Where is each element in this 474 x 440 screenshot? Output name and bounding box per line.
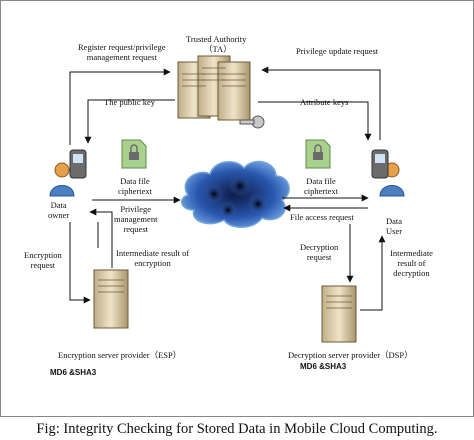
intermediate-encryption-label: Intermediate result of encryption: [116, 248, 189, 268]
register-request-line1: Register request/privilege: [78, 42, 166, 52]
attribute-keys-label: Attribute keys: [300, 97, 349, 107]
encryption-request-line2: request: [30, 260, 56, 270]
privilege-management-line2: management: [114, 214, 158, 224]
data-user-line2: User: [386, 226, 403, 236]
decryption-request-label: Decryption request: [300, 242, 338, 262]
figure-caption: Fig: Integrity Checking for Stored Data …: [36, 421, 438, 437]
md6-sha3-right-label: MD6 &SHA3: [300, 362, 347, 371]
left-ciphertext-line1: Data file: [120, 176, 150, 186]
intermediate-decryption-arrow: [360, 235, 386, 311]
ta-abbrev: （TA）: [204, 44, 232, 54]
data-owner-line1: Data: [50, 200, 67, 210]
md6-sha3-left-label: MD6 &SHA3: [50, 368, 97, 377]
privilege-management-line3: request: [123, 224, 148, 234]
key-icon: [239, 115, 265, 129]
encryption-request-label: Encryption request: [24, 250, 62, 270]
file-access-request-label: File access request: [290, 212, 354, 222]
esp-label: Encryption server provider（ESP）: [58, 350, 182, 360]
intermediate-encryption-arrow: [89, 208, 113, 268]
right-ciphertext-line1: Data file: [306, 176, 336, 186]
decryption-request-line1: Decryption: [300, 242, 339, 252]
intermediate-encryption-line2: encryption: [134, 258, 171, 268]
data-user-label: Data User: [386, 216, 402, 236]
intermediate-decryption-line3: decryption: [393, 268, 430, 278]
dsp-label: Decryption server provider（DSP）: [288, 350, 413, 360]
data-owner-person-icon: [49, 162, 75, 197]
intermediate-decryption-label: Intermediate result of decryption: [390, 248, 433, 278]
data-user-line1: Data: [386, 216, 403, 226]
register-request-label: Register request/privilege management re…: [78, 42, 166, 62]
right-document-lock-icon: [305, 139, 331, 169]
privilege-management-label: Privilege management request: [114, 204, 157, 234]
right-ciphertext-label: Data file ciphertext: [304, 176, 338, 196]
intermediate-decryption-line2: result of: [397, 258, 426, 268]
data-owner-line2: owner: [48, 210, 70, 220]
dsp-server-rack-icon: [321, 285, 357, 343]
data-owner-label: Data owner: [48, 200, 69, 220]
privilege-update-label: Privilege update request: [296, 46, 379, 56]
ta-title: Trusted Authority: [186, 34, 247, 44]
esp-server-rack-icon: [93, 269, 129, 329]
register-request-arrow: [69, 68, 171, 145]
privilege-management-line1: Privilege: [120, 204, 152, 214]
cloud-icon: [181, 160, 290, 228]
public-key-label: The public key: [104, 97, 155, 107]
left-document-lock-icon: [121, 139, 147, 169]
register-request-line2: management request: [86, 52, 157, 62]
left-ciphertext-label: Data file ciphertext: [118, 176, 152, 196]
ta-server-rack-icon: [177, 55, 251, 121]
decryption-request-line2: request: [306, 252, 332, 262]
data-owner-mobile-phone-icon: [69, 149, 87, 179]
data-user-mobile-phone-icon: [371, 149, 389, 179]
attribute-keys-arrow: [258, 101, 372, 141]
public-key-arrow: [84, 99, 175, 144]
right-ciphertext-line2: ciphertext: [304, 186, 338, 196]
privilege-update-arrow: [261, 66, 381, 140]
architecture-diagram: [49, 55, 405, 343]
encryption-request-line1: Encryption: [24, 250, 62, 260]
left-ciphertext-line2: ciphertext: [118, 186, 152, 196]
intermediate-decryption-line1: Intermediate: [390, 248, 433, 258]
intermediate-encryption-line1: Intermediate result of: [116, 248, 190, 258]
encryption-request-arrow: [69, 222, 91, 304]
